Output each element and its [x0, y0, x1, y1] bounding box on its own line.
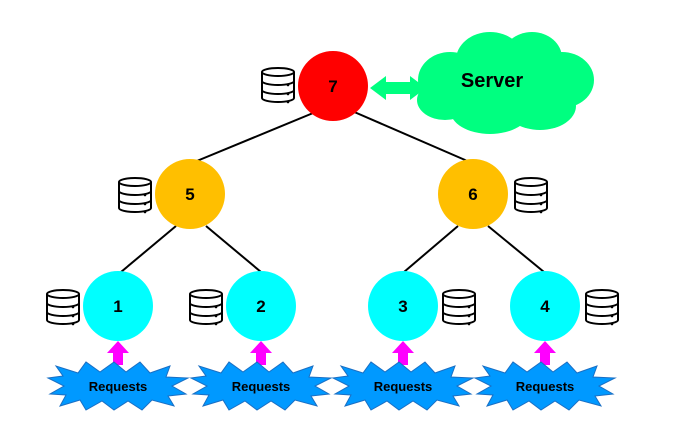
- edge-7-6: [351, 110, 473, 164]
- database-icon: [46, 289, 80, 327]
- node-7-circle: [298, 51, 368, 121]
- leaf-node-3: 3: [368, 271, 476, 341]
- arrow-up-icon: [534, 341, 556, 365]
- request-label: Requests: [232, 379, 291, 394]
- request-burst-3: Requests: [332, 361, 474, 411]
- request-burst-4: Requests: [474, 361, 616, 411]
- node-3-label: 3: [398, 297, 407, 316]
- edge-6-3: [403, 225, 459, 273]
- node-2-circle: [226, 271, 296, 341]
- database-icon: [585, 289, 619, 327]
- server-label: Server: [461, 70, 523, 92]
- node-6-circle: [438, 159, 508, 229]
- leaf-node-2: 2: [189, 271, 296, 341]
- database-icon: [189, 289, 223, 327]
- node-1-label: 1: [113, 297, 122, 316]
- database-icon: [442, 289, 476, 327]
- leaf-node-4: 4: [510, 271, 619, 341]
- mid-node-5: 5: [118, 159, 225, 229]
- leaf-node-1: 1: [46, 271, 153, 341]
- mid-node-6: 6: [438, 159, 548, 229]
- node-5-circle: [155, 159, 225, 229]
- request-label: Requests: [516, 379, 575, 394]
- edge-5-2: [205, 225, 262, 273]
- double-arrow-icon: [370, 76, 426, 100]
- edge-6-4: [487, 225, 545, 273]
- arrow-up-icon: [250, 341, 272, 365]
- edge-7-5: [191, 110, 319, 164]
- node-5-label: 5: [185, 185, 194, 204]
- node-7-label: 7: [328, 77, 337, 96]
- cloud-icon: [417, 32, 594, 134]
- request-label: Requests: [374, 379, 433, 394]
- request-label: Requests: [89, 379, 148, 394]
- node-4-circle: [510, 271, 580, 341]
- database-icon: [514, 177, 548, 215]
- server-cloud: Server: [417, 32, 594, 134]
- database-icon: [118, 177, 152, 215]
- node-4-label: 4: [540, 297, 550, 316]
- request-burst-2: Requests: [190, 361, 332, 411]
- arrow-up-icon: [107, 341, 129, 365]
- tree-edges: [120, 110, 545, 273]
- request-burst-1: Requests: [47, 361, 189, 411]
- node-6-label: 6: [468, 185, 477, 204]
- node-3-circle: [368, 271, 438, 341]
- node-1-circle: [83, 271, 153, 341]
- edge-5-1: [120, 225, 177, 273]
- request-arrows: [107, 341, 556, 365]
- arrow-up-icon: [392, 341, 414, 365]
- database-icon: [261, 67, 295, 105]
- node-2-label: 2: [256, 297, 265, 316]
- root-node-7: 7: [261, 51, 368, 121]
